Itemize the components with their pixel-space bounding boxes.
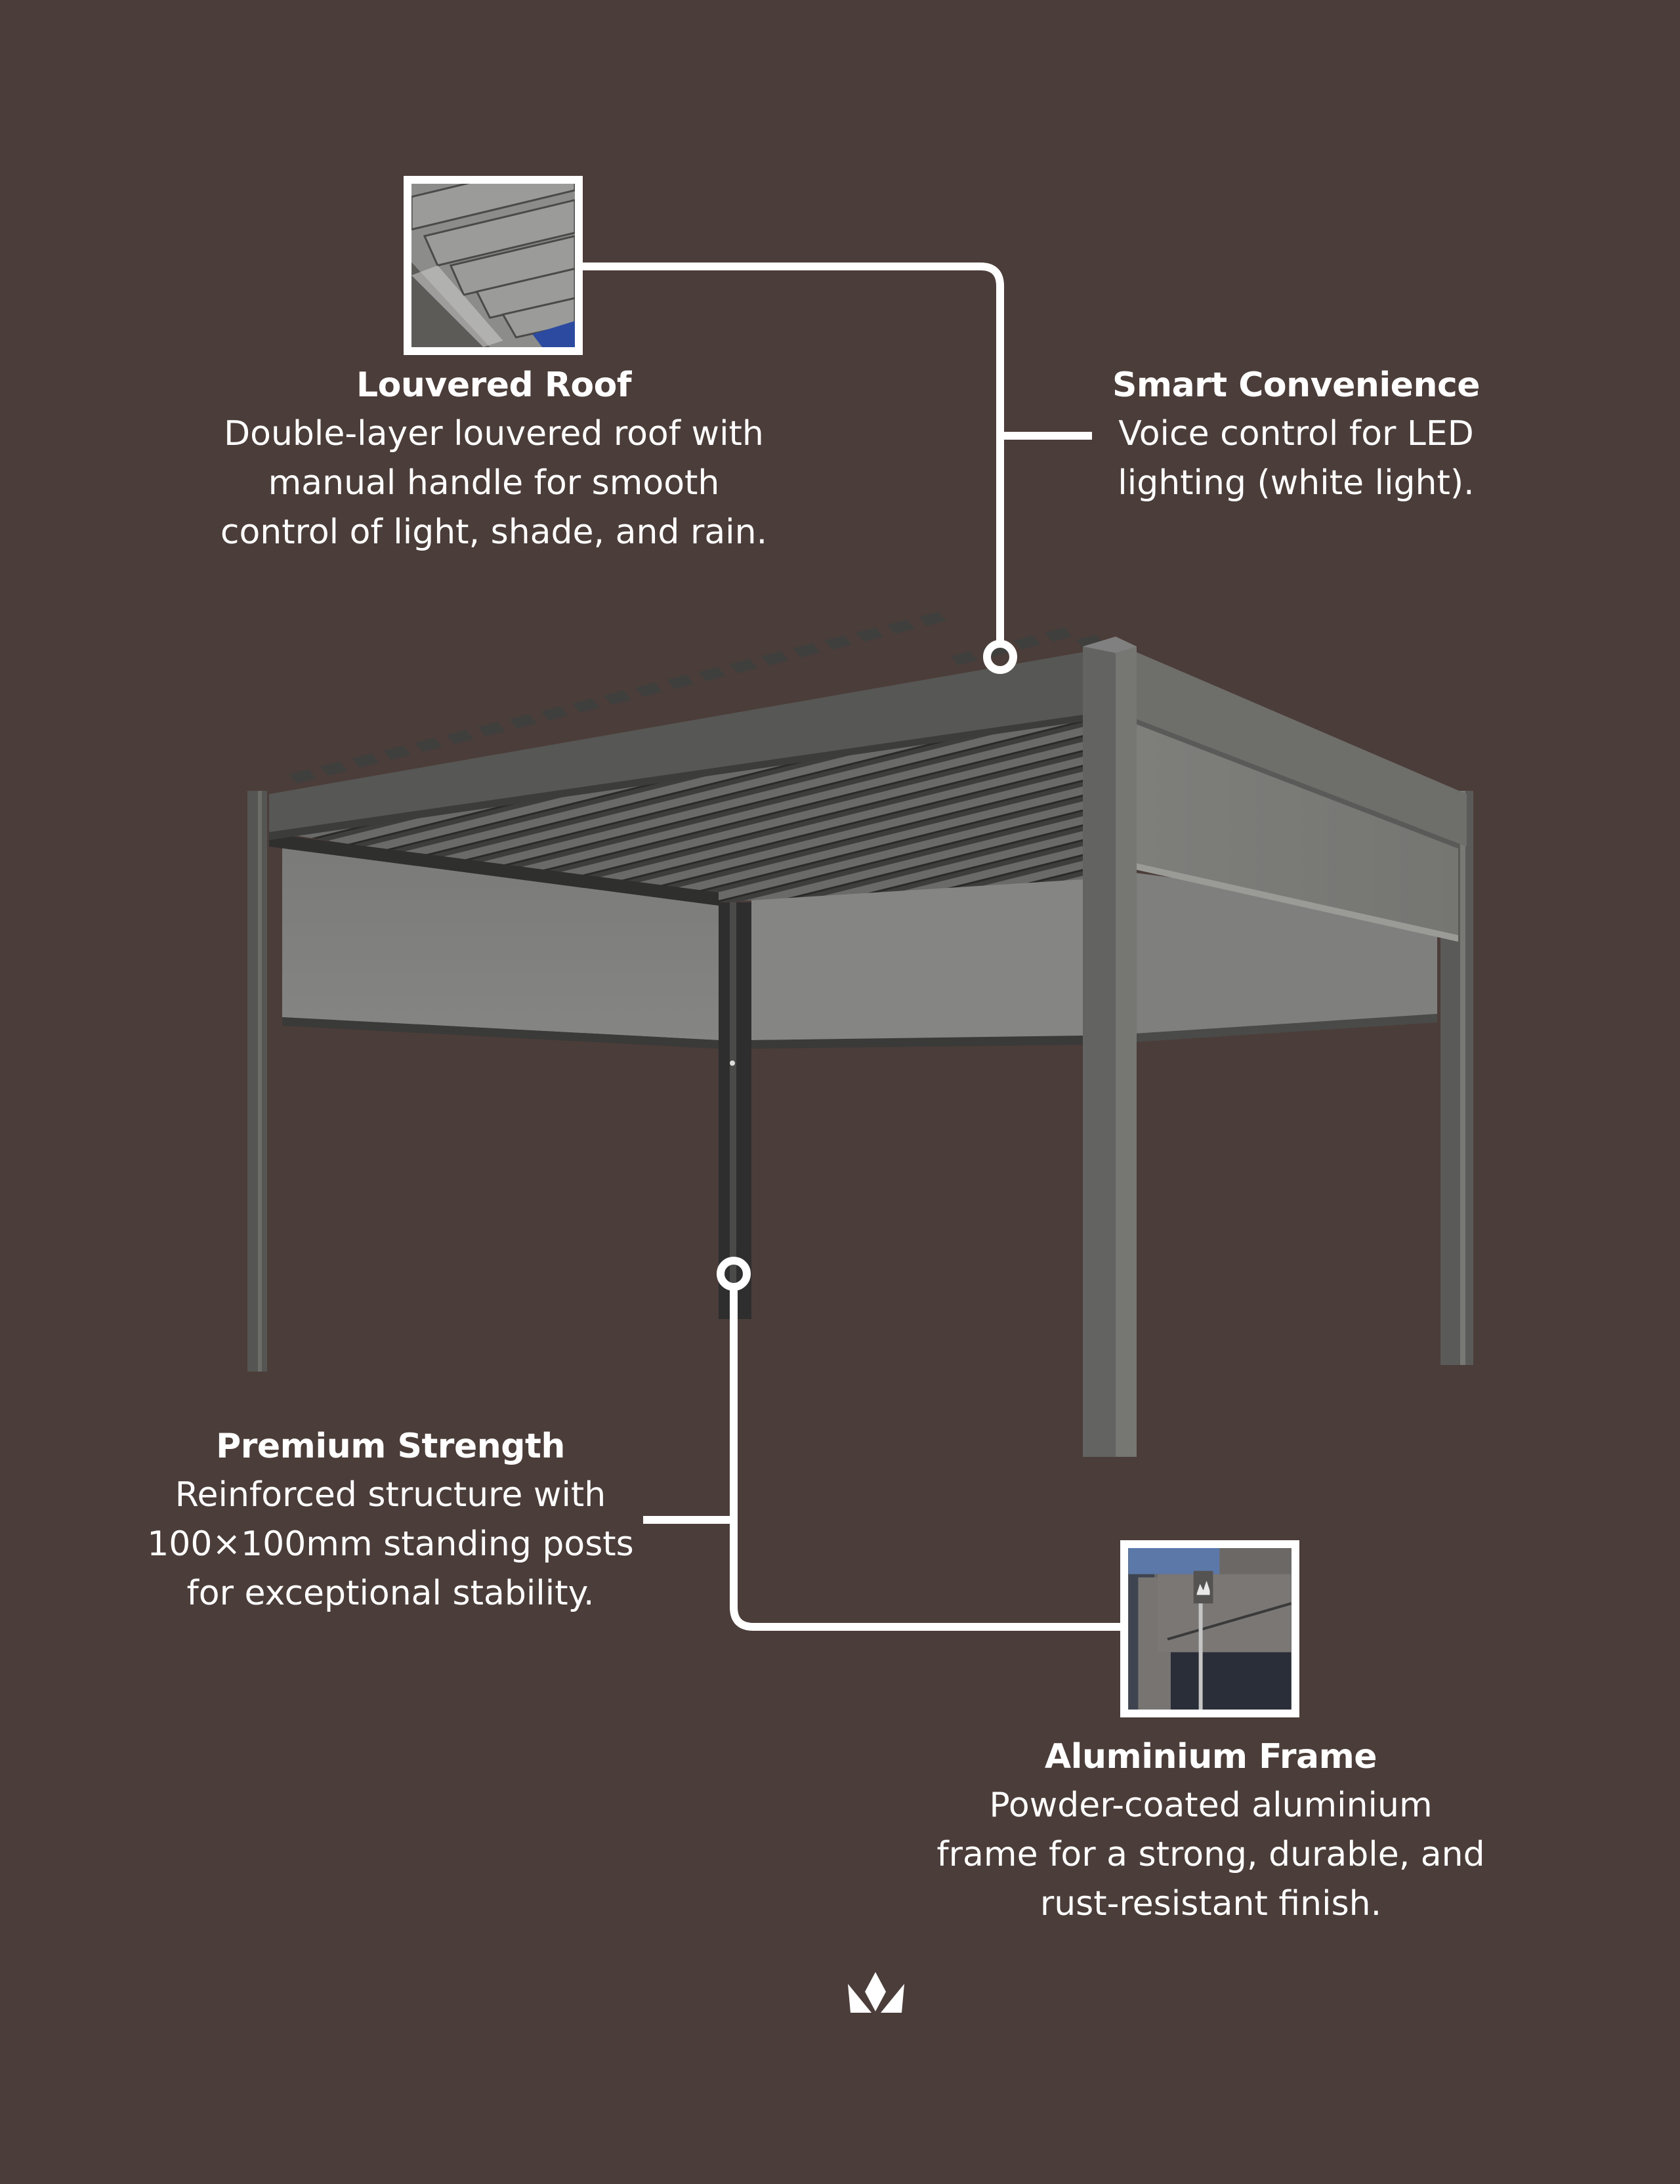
connector-dot-roof [983, 640, 1017, 674]
pergola [247, 612, 1473, 1457]
louver-blades [282, 715, 1083, 902]
feature-smart-convenience: Smart Convenience Voice control for LED … [1102, 361, 1490, 508]
connector-lines [583, 262, 1120, 1631]
post-back-left [247, 791, 267, 1372]
connector-bottom [730, 1290, 1120, 1631]
feature-description: Reinforced structure with 100×100mm stan… [147, 1475, 634, 1613]
feature-title: Smart Convenience [1112, 366, 1480, 405]
feature-description: Double-layer louvered roof with manual h… [220, 414, 768, 552]
feature-premium-strength: Premium Strength Reinforced structure wi… [118, 1422, 663, 1618]
feature-title: Premium Strength [216, 1427, 565, 1466]
side-beam-right [1116, 643, 1467, 847]
crown-icon [848, 1972, 904, 2013]
feature-aluminium-frame: Aluminium Frame Powder-coated aluminium … [906, 1732, 1516, 1929]
louvered-roof-thumbnail [404, 176, 583, 355]
feature-louvered-roof: Louvered Roof Double-layer louvered roof… [197, 361, 791, 557]
feature-description: Powder-coated aluminium frame for a stro… [936, 1786, 1485, 1923]
front-screen [751, 873, 1083, 1040]
connector-top [583, 262, 1004, 640]
feature-title: Aluminium Frame [1044, 1737, 1377, 1776]
louvers-closeup-image [411, 184, 575, 347]
feature-description: Voice control for LED lighting (white li… [1118, 414, 1475, 503]
frame-closeup-image [1128, 1548, 1292, 1710]
feature-title: Louvered Roof [356, 366, 631, 405]
aluminium-frame-thumbnail [1120, 1540, 1299, 1717]
connector-dot-post [717, 1257, 751, 1291]
front-beam [269, 646, 1116, 840]
